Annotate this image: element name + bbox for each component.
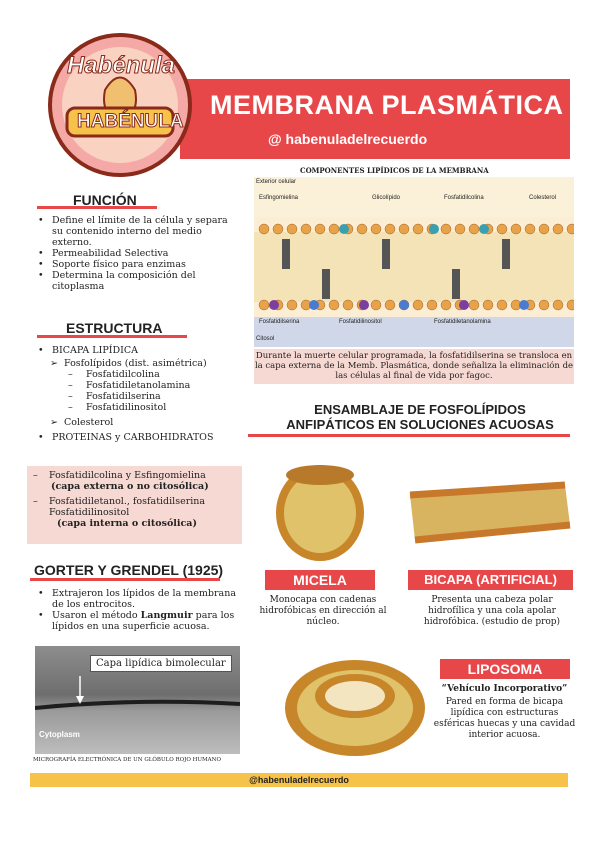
ensamblaje-title: ENSAMBLAJE DE FOSFOLÍPIDOS ANFIPÁTICOS E… bbox=[286, 402, 554, 432]
fosfo-sub-item: –Fosfatidilserina bbox=[68, 391, 161, 402]
funcion-list: Define el límite de la célula y separa s… bbox=[34, 215, 239, 292]
list-item: Soporte físico para enzimas bbox=[34, 259, 239, 270]
membrane-bottom-label: Fosfatidilserina bbox=[259, 319, 300, 325]
colesterol-item: ➢Colesterol bbox=[50, 417, 114, 428]
membrane-top-label: Fosfatidilcolina bbox=[444, 195, 484, 201]
gorter-title: GORTER Y GRENDEL (1925) bbox=[34, 562, 224, 578]
estructura-title: ESTRUCTURA bbox=[66, 320, 163, 336]
estructura-block: •BICAPA LIPÍDICA ➢Fosfolípidos (dist. as… bbox=[34, 345, 244, 443]
membrane-top-label: Colesterol bbox=[529, 195, 557, 201]
list-item: Extrajeron los lípidos de la membrana de… bbox=[34, 588, 249, 610]
list-item: Determina la composición del citoplasma bbox=[34, 270, 239, 292]
gorter-underline bbox=[30, 578, 220, 581]
funcion-underline bbox=[37, 206, 157, 209]
capas-box: –Fosfatidilcolina y Esfingomielina (capa… bbox=[27, 466, 242, 544]
logo-top-text: Habénula bbox=[66, 52, 176, 80]
capa-interna-label: (capa interna o citosólica) bbox=[57, 518, 197, 529]
micrograph: Capa lipídica bimolecular Cytoplasm bbox=[35, 646, 240, 754]
fosfo-sub-item: –Fosfatidilinositol bbox=[68, 402, 167, 413]
exterior-label: Exterior celular bbox=[256, 179, 297, 185]
capa-externa-label: (capa externa o no citosólica) bbox=[51, 481, 209, 492]
fosfolipidos-item: ➢Fosfolípidos (dist. asimétrica) bbox=[50, 358, 207, 369]
membrane-top-label: Glicolípido bbox=[372, 195, 401, 201]
componentes-title: COMPONENTES LIPÍDICOS DE LA MEMBRANA bbox=[300, 166, 489, 175]
micela-label: MICELA bbox=[265, 570, 375, 590]
bicapa-item: •BICAPA LIPÍDICA bbox=[38, 345, 138, 356]
header-handle: @ habenuladelrecuerdo bbox=[268, 131, 428, 147]
header-band bbox=[180, 79, 570, 159]
list-item: Permeabilidad Selectiva bbox=[34, 248, 239, 259]
cytoplasm-label: Cytoplasm bbox=[39, 730, 80, 739]
capa-interna-lipids: –Fosfatidiletanol., fosfatidilserina Fos… bbox=[33, 496, 206, 518]
capa-externa-lipids: –Fosfatidilcolina y Esfingomielina bbox=[33, 470, 206, 481]
liposoma-illustration bbox=[280, 648, 430, 758]
funcion-title: FUNCIÓN bbox=[73, 192, 137, 208]
bicapa-desc: Presenta una cabeza polar hidrofílica y … bbox=[423, 595, 561, 627]
componentes-note: Durante la muerte celular programada, la… bbox=[254, 349, 574, 384]
logo-bottom-text: HABÉNULA bbox=[77, 111, 185, 133]
footer-handle: @habenuladelrecuerdo bbox=[30, 773, 568, 787]
gorter-list: Extrajeron los lípidos de la membrana de… bbox=[34, 588, 249, 632]
page-title: MEMBRANA PLASMÁTICA bbox=[210, 90, 564, 120]
list-item: Define el límite de la célula y separa s… bbox=[34, 215, 239, 248]
liposoma-subtitle: “Vehículo Incorporativo” bbox=[441, 684, 568, 694]
liposoma-desc: Pared en forma de bicapa lipídica con es… bbox=[433, 697, 576, 740]
micrograph-caption: MICROGRAFÍA ELECTRÓNICA DE UN GLÓBULO RO… bbox=[33, 757, 221, 763]
fosfo-sub-item: –Fosfatidiletanolamina bbox=[68, 380, 191, 391]
micrograph-label: Capa lipídica bimolecular bbox=[90, 655, 232, 672]
membrane-bottom-label: Fosfatidilinositol bbox=[339, 319, 382, 325]
membrane-bottom-label: Fosfatidiletanolamina bbox=[434, 319, 491, 325]
micela-desc: Monocapa con cadenas hidrofóbicas en dir… bbox=[259, 595, 387, 627]
estructura-underline bbox=[37, 335, 187, 338]
membrane-diagram: Exterior celular Esfingomielina Glicolíp… bbox=[254, 177, 574, 347]
proteinas-item: •PROTEINAS y CARBOHIDRATOS bbox=[38, 432, 214, 443]
micela-illustration bbox=[270, 455, 370, 565]
logo: Habénula HABÉNULA bbox=[45, 30, 195, 180]
fosfo-sub-item: –Fosfatidilcolina bbox=[68, 369, 160, 380]
liposoma-label: LIPOSOMA bbox=[440, 659, 570, 679]
citosol-label: Citosol bbox=[256, 336, 275, 342]
ensamblaje-underline bbox=[248, 434, 570, 437]
membrane-top-label: Esfingomielina bbox=[259, 195, 299, 201]
list-item: Usaron el método Langmuir para los lípid… bbox=[34, 610, 249, 632]
bicapa-label: BICAPA (ARTIFICIAL) bbox=[408, 570, 573, 590]
bicapa-illustration bbox=[400, 480, 575, 550]
